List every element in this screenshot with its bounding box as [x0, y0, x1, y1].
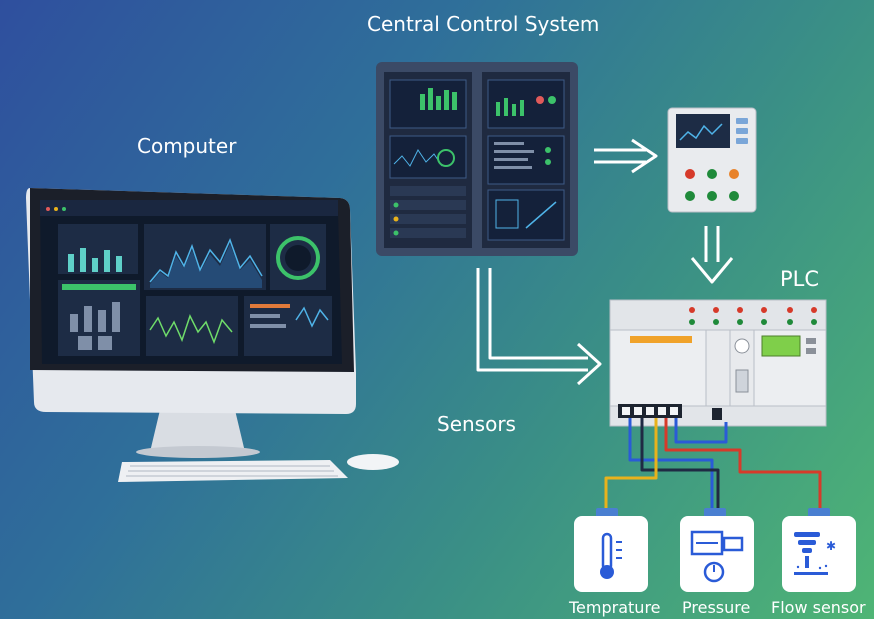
plc-label: PLC: [780, 267, 820, 291]
arrow-to-plc: [476, 268, 602, 386]
pressure-sensor-label: Pressure: [682, 598, 751, 617]
flow-sensor-label: Flow sensor: [771, 598, 866, 617]
computer-label: Computer: [137, 134, 237, 158]
mouse: [347, 454, 399, 470]
arrow-hmi-to-plc: [690, 226, 734, 284]
pressure-gauge-icon: [690, 530, 744, 583]
sensor-flow: ✱: [782, 508, 856, 592]
central-control-system-label: Central Control System: [367, 12, 600, 36]
thermometer-icon: [600, 532, 622, 579]
temperature-sensor-label: Temprature: [569, 598, 661, 617]
central-control-cabinet: [376, 62, 578, 256]
svg-text:✱: ✱: [826, 539, 836, 553]
hmi-panel: [667, 107, 757, 213]
sensors-label: Sensors: [437, 412, 516, 436]
sensor-pressure: [680, 508, 754, 592]
plc: [609, 299, 827, 427]
computer: [26, 188, 399, 482]
sensor-wiring: [604, 418, 822, 512]
arrow-to-hmi: [594, 138, 658, 174]
monitor-stand: [150, 410, 245, 452]
sensor-temperature: [574, 508, 648, 592]
flow-icon: ✱: [794, 532, 836, 575]
